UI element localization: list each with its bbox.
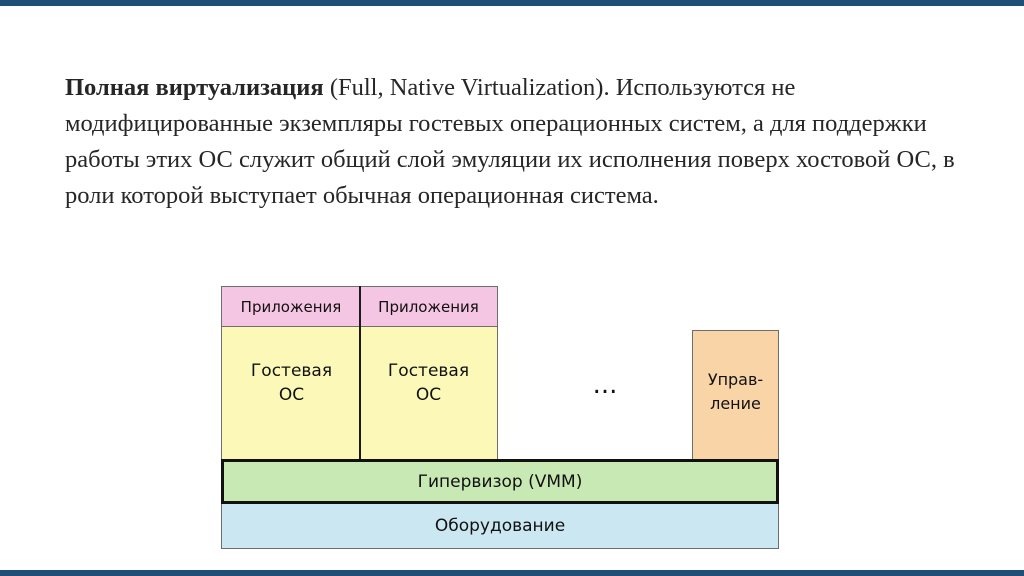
management-block: Управ- ление [692,330,779,461]
paragraph-body: (Full, Native Virtualization). Использую… [65,74,955,209]
bottom-accent-bar [0,570,1024,576]
guest-os-block-2: Гостевая ОС [359,326,498,460]
guest-os-block-1: Гостевая ОС [221,326,361,460]
slide-paragraph: Полная виртуализация (Full, Native Virtu… [65,70,965,214]
hardware-block: Оборудование [221,504,779,549]
ellipsis-label: ... [592,370,618,400]
paragraph-term: Полная виртуализация [65,74,324,101]
applications-block-2: Приложения [359,286,498,328]
top-accent-bar [0,0,1024,6]
hypervisor-block: Гипервизор (VMM) [221,459,779,504]
applications-block-1: Приложения [221,286,361,328]
